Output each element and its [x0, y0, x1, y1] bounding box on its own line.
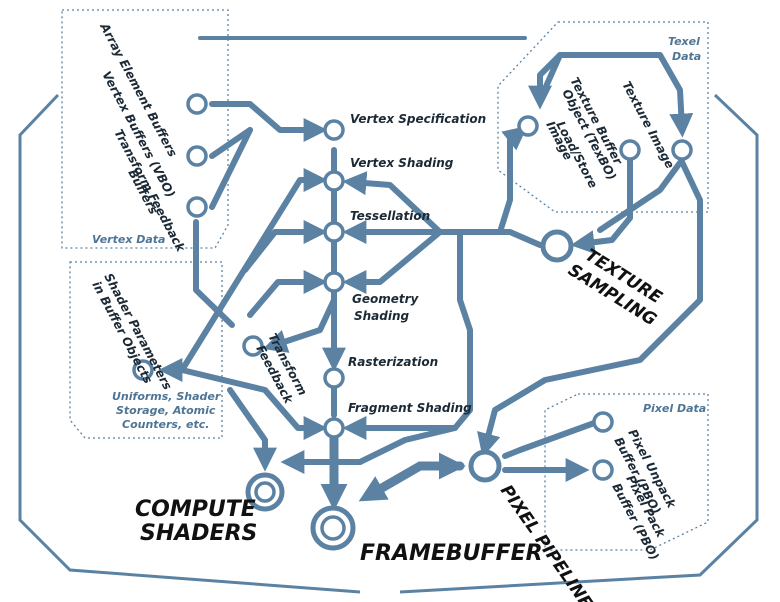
pixel-pack-node[interactable]	[592, 459, 614, 481]
pixel-pipeline-node[interactable]	[468, 449, 502, 483]
vertex-data-region	[61, 9, 229, 249]
image-load-store-node[interactable]	[517, 115, 539, 137]
framebuffer-node[interactable]	[310, 505, 356, 551]
tessellation-node[interactable]	[323, 221, 345, 243]
array-element-buffer-node[interactable]	[186, 93, 208, 115]
compute-shaders-node[interactable]	[245, 472, 285, 512]
shader-params-node[interactable]	[132, 359, 154, 381]
uniforms-label-3: Counters, etc.	[122, 418, 209, 431]
uniforms-label-1: Uniforms, Shader	[112, 390, 221, 403]
texture-buffer-node[interactable]	[619, 139, 641, 161]
rasterization-label: Rasterization	[348, 355, 438, 369]
fragment-shading-node[interactable]	[323, 417, 345, 439]
pixel-data-label: Pixel Data	[643, 402, 706, 415]
vertex-shading-label: Vertex Shading	[350, 156, 454, 170]
rasterization-node[interactable]	[323, 367, 345, 389]
tessellation-label: Tessellation	[350, 209, 430, 223]
vertex-data-label: Vertex Data	[92, 233, 165, 246]
transform-feedback-buffer-node[interactable]	[186, 196, 208, 218]
pixel-unpack-node[interactable]	[592, 411, 614, 433]
geometry-shading-label-1: Geometry	[352, 292, 420, 306]
pipes	[158, 36, 703, 511]
vertex-specification-label: Vertex Specification	[350, 112, 486, 126]
texture-image-node[interactable]	[671, 139, 693, 161]
texel-data-label-2: Data	[672, 50, 701, 63]
framebuffer-label: Framebuffer	[360, 541, 543, 566]
compute-shaders-label-1: Compute	[135, 497, 256, 522]
pixel-data-region	[544, 393, 709, 551]
vertex-shading-node[interactable]	[323, 170, 345, 192]
vertex-specification-node[interactable]	[323, 119, 345, 141]
texture-sampling-node[interactable]	[540, 229, 574, 263]
uniforms-label-2: Storage, Atomic	[116, 404, 216, 417]
compute-shaders-label-2: Shaders	[140, 521, 257, 546]
fragment-shading-label: Fragment Shading	[348, 401, 472, 415]
geometry-shading-label-2: Shading	[354, 309, 410, 323]
transform-feedback-node[interactable]	[242, 335, 264, 357]
texel-data-region	[497, 21, 709, 213]
geometry-shading-node[interactable]	[323, 271, 345, 293]
vertex-buffer-node[interactable]	[186, 145, 208, 167]
texel-data-label-1: Texel	[668, 35, 700, 48]
